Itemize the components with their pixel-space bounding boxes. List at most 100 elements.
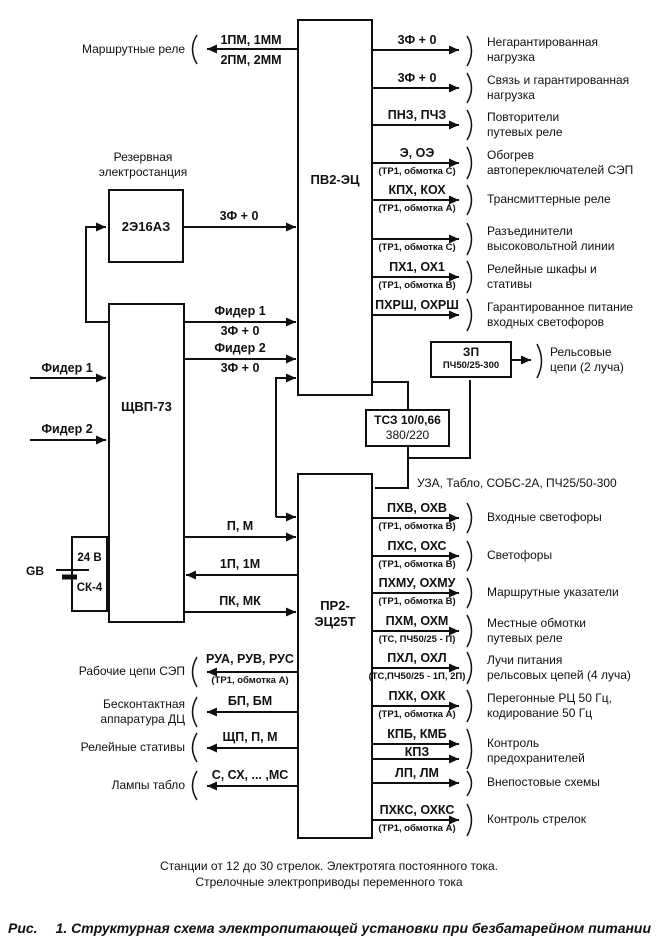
pv2-out-1-label: Негарантированная нагрузка [487,35,598,64]
pr2-out-9-sub: (ТР1, обмотка А) [378,823,456,834]
connector-lines [30,44,531,825]
pv2-out-2-designation: 3Ф + 0 [397,71,437,85]
link-pk-mk: ПК, МК [219,594,261,608]
line-generator-feed [85,222,108,323]
figure-caption-prefix: Рис. [8,920,38,936]
pr2-out-4-designation: ПХМ, ОХМ [385,614,449,628]
pr2-out-7-designation: КПБ, КМБ [387,727,447,741]
bracket-rua [191,656,198,688]
bracket-rail [536,343,543,379]
bracket-pv2-3 [466,109,473,141]
pr2-out-4-sub: (ТС, ПЧ50/25 - П) [378,634,456,645]
footnote-line-1: Станции от 12 до 30 стрелок. Электротяга… [159,859,499,873]
pv2-out-7-sub: (ТР1, обмотка В) [378,280,456,291]
bracket-pr2-4 [466,614,473,648]
reserve-station-label: Резервная электростанция [98,150,188,179]
bracket-pv2-1 [466,35,473,67]
bracket-pv2-8 [466,298,473,332]
battery-type: СК-4 [76,582,103,594]
box-generator-2e16az [108,189,184,263]
bracket-pr2-1 [466,502,473,534]
pr2-out-3-label: Маршрутные указатели [487,585,619,599]
bracket-pr2-9 [466,803,473,837]
figure-caption-text: 1. Структурная схема электропитающей уст… [55,920,652,936]
bracket-pv2-2 [466,72,473,104]
pv2-out-4-designation: Э, ОЭ [399,146,435,160]
bracket-route-relays [191,34,198,65]
bracket-bp [191,696,198,728]
zp-sub: ПЧ50/25-300 [442,360,500,371]
pr2-out-5-sub: (ТС,ПЧ50/25 - 1П, 2П) [368,671,466,682]
bracket-pv2-5 [466,184,473,216]
group-brackets [191,34,543,837]
pr2-out-1-label: Входные светофоры [487,510,602,524]
pr2-out-7-designation-2: КПЗ [404,745,430,759]
pr2-out-6-designation: ПХК, ОХК [388,689,446,703]
pr2-out-2-label: Светофоры [487,548,553,562]
battery-gb-label: GB [26,564,44,578]
pr2-left-4-label: Лампы табло [111,778,185,792]
shvp-feeder2-phases: 3Ф + 0 [220,361,260,375]
pr2-left-4-designation: С, СХ, ... ,МС [211,768,289,782]
pr2-left-1-designation: РУА, РУВ, РУС [206,652,294,666]
tsz-name: ТСЗ 10/0,66 [374,413,441,427]
pv2-out-4-label: Обогрев автопереключателей СЭП [487,148,634,177]
bracket-pv2-4 [466,146,473,180]
bracket-pr2-8 [466,770,473,797]
pv2-out-2-label: Связь и гарантированная нагрузка [487,73,630,102]
bracket-pv2-6 [466,222,473,256]
pv2-name: ПВ2-ЭЦ [310,172,360,187]
pr2-out-9-label: Контроль стрелок [487,812,586,826]
box-tsz [365,409,450,447]
pr2-out-4-label: Местные обмотки путевых реле [487,616,586,645]
feeder2-input-label: Фидер 2 [41,422,93,436]
bracket-pr2-2 [466,540,473,572]
pr2-out-2-sub: (ТР1, обмотка В) [378,559,456,570]
pr2-left-2-label: Бесконтактная аппаратура ДЦ [100,697,185,726]
pv2-out-8-label: Гарантированное питание входных светофор… [487,300,634,329]
pr2-out-8-label: Внепостовые схемы [487,775,600,789]
pr2-out-5-designation: ПХЛ, ОХЛ [387,651,447,665]
pr2-out-2-designation: ПХС, ОХС [387,539,447,553]
pr2-name: ПР2- ЭЦ25Т [314,598,356,629]
pv2-out-6-sub: (ТР1, обмотка С) [378,242,456,253]
pv2-out-3-designation: ПНЗ, ПЧЗ [387,108,447,122]
pr2-out-5-label: Лучи питания рельсовых цепей (4 луча) [487,653,631,682]
rail-circuits-label: Рельсовые цепи (2 луча) [550,345,624,374]
generator-name: 2Э16АЗ [121,219,171,234]
pr2-out-1-designation: ПХВ, ОХВ [387,501,447,515]
bracket-pr2-7 [466,728,473,770]
battery-voltage: 24 В [77,552,102,564]
pr2-out-8-designation: ЛП, ЛМ [395,766,439,780]
bracket-pr2-3 [466,577,473,609]
route-relays-designation-1: 1ПМ, 1ММ [220,33,282,47]
route-relays-label: Маршрутные реле [81,42,185,56]
route-relays-designation-2: 2ПМ, 2ММ [220,53,282,67]
line-tsz-zp [408,380,471,459]
line-tsz-pr2 [375,447,409,489]
bracket-pr2-5 [466,651,473,685]
pr2-out-7-label: Контроль предохранителей [487,736,585,765]
pr2-left-1-label: Рабочие цепи СЭП [78,664,185,678]
pv2-out-3-label: Повторители путевых реле [487,110,563,139]
box-zp [430,341,512,378]
pr2-out-6-label: Перегонные РЦ 50 Гц, кодирование 50 Гц [487,691,612,720]
feeder1-input-label: Фидер 1 [41,361,93,375]
pr2-out-3-designation: ПХМУ, ОХМУ [378,576,456,590]
link-1p-1m: 1П, 1М [219,557,261,571]
tsz-ratio: 380/220 [385,428,430,442]
pv2-out-7-designation: ПХ1, ОХ1 [389,260,445,274]
pr2-left-1-sub: (ТР1, обмотка А) [211,675,289,686]
pv2-out-6-label: Разъединители высоковольтной линии [487,224,615,253]
zp-name: ЗП [462,345,480,359]
link-p-m: П, М [226,519,254,533]
bracket-pv2-7 [466,260,473,294]
figure-caption: Рис. 1. Структурная схема электропитающе… [8,920,651,937]
pr2-left-2-designation: БП, БМ [227,694,273,708]
pv2-out-1-designation: 3Ф + 0 [397,33,437,47]
line-pv2-tsz [373,381,409,409]
pr2-out-9-designation: ПХКС, ОХКС [379,803,455,817]
uza-note: УЗА, Табло, СОБС-2А, ПЧ25/50-300 [417,476,617,490]
